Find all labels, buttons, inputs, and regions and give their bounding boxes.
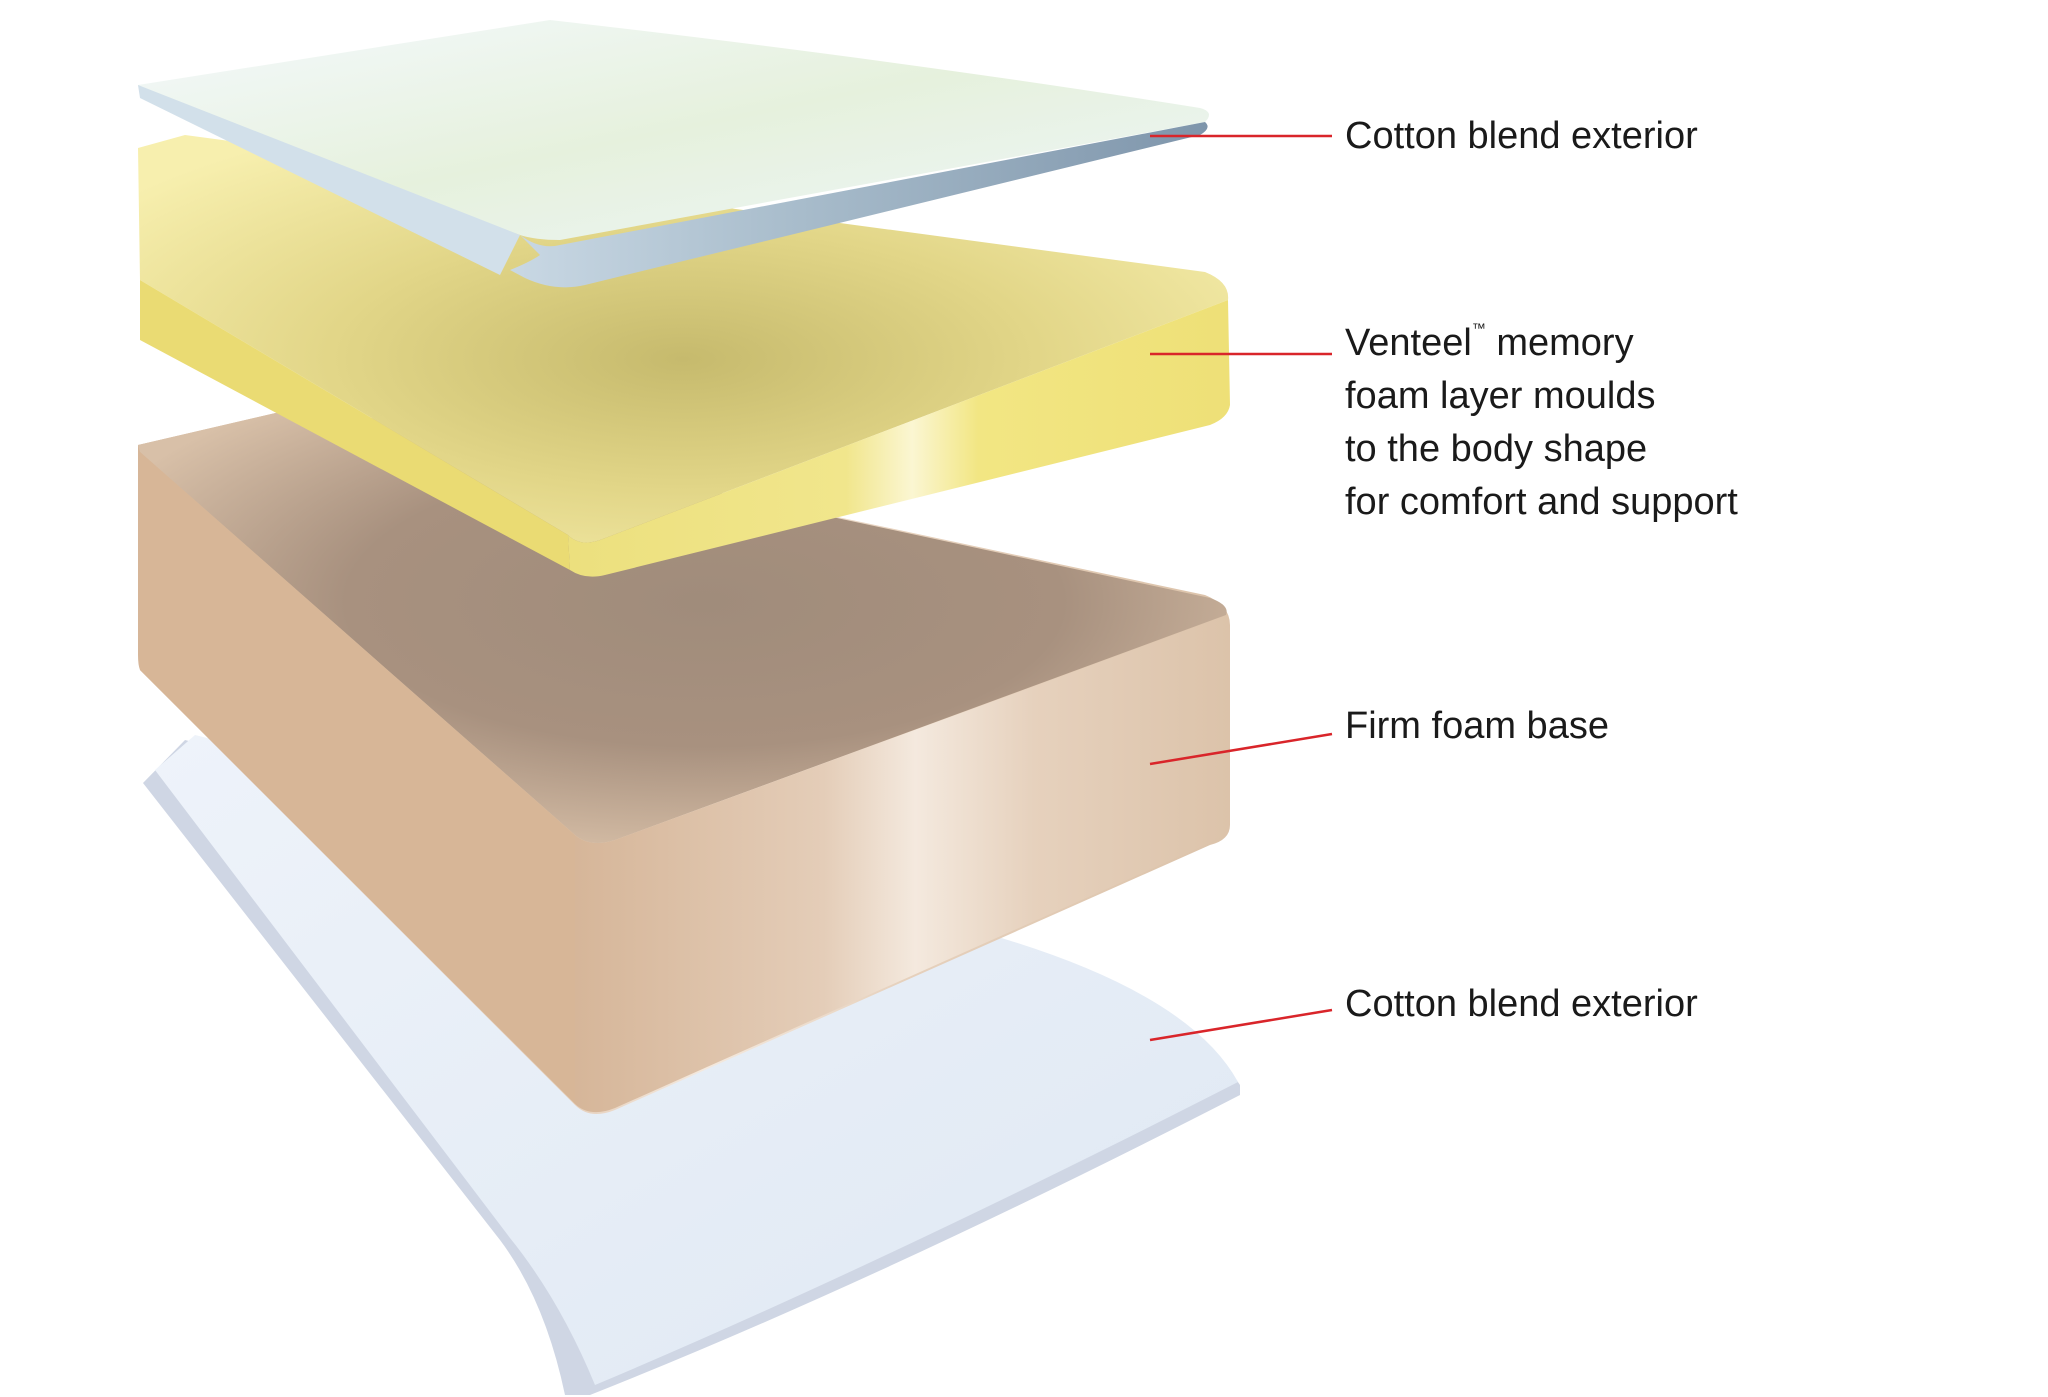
label-foam-base-text: Firm foam base <box>1345 705 1609 747</box>
label-memory-foam-line-1: Venteel™ memory <box>1345 302 1738 370</box>
label-memory-foam-line-3: to the body shape <box>1345 428 1648 470</box>
label-foam-base: Firm foam base <box>1345 700 1609 753</box>
trademark-symbol: ™ <box>1471 320 1486 336</box>
label-memory-foam-line-2: foam layer moulds <box>1345 375 1656 417</box>
foam-base-layer <box>138 405 1230 1114</box>
top-cover-layer <box>138 20 1209 288</box>
label-top-cover: Cotton blend exterior <box>1345 110 1698 163</box>
label-memory-foam-word: memory <box>1485 322 1634 364</box>
label-bottom-cover-text: Cotton blend exterior <box>1345 983 1698 1025</box>
leader-line-bottom-cover <box>1149 1008 1333 1042</box>
leader-line-foam-base <box>1149 732 1333 766</box>
label-memory-foam: Venteel™ memory foam layer moulds to the… <box>1345 302 1738 529</box>
memory-foam-layer <box>138 135 1230 577</box>
label-memory-foam-line-4: for comfort and support <box>1345 481 1738 523</box>
label-top-cover-text: Cotton blend exterior <box>1345 115 1698 157</box>
label-memory-foam-brand: Venteel <box>1345 322 1472 364</box>
label-bottom-cover: Cotton blend exterior <box>1345 978 1698 1031</box>
